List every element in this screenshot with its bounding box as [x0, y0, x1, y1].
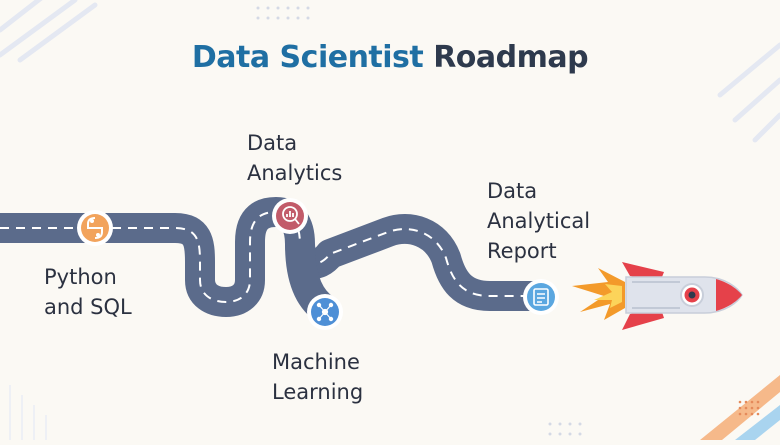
- page-title: Data Scientist Roadmap: [0, 40, 780, 75]
- step-node-analytics: [272, 198, 308, 234]
- decor-faint-bars: [9, 385, 47, 440]
- title-part-2: Roadmap: [433, 40, 589, 75]
- step-label-machine-learning: Machine Learning: [272, 350, 364, 404]
- step-label-report: Data Analytical Report: [487, 179, 591, 263]
- step-label-analytics: Data Analytics: [247, 131, 343, 185]
- step-node-machine-learning: [307, 294, 343, 330]
- step-node-report: [523, 279, 559, 315]
- step-node-python: [77, 210, 113, 246]
- decor-corner-stripes: [700, 375, 780, 440]
- analytics-icon: [282, 206, 300, 225]
- decor-strokes: [0, 0, 780, 143]
- rocket: [572, 262, 743, 330]
- python-icon: [87, 217, 103, 239]
- rocket-nose: [716, 279, 742, 311]
- step-label-python: Python and SQL: [44, 265, 132, 319]
- decor-dots: [256, 6, 582, 436]
- title-part-1: Data Scientist: [191, 40, 424, 75]
- report-icon: [533, 288, 549, 306]
- rocket-flame: [572, 268, 625, 320]
- network-icon: [316, 302, 334, 322]
